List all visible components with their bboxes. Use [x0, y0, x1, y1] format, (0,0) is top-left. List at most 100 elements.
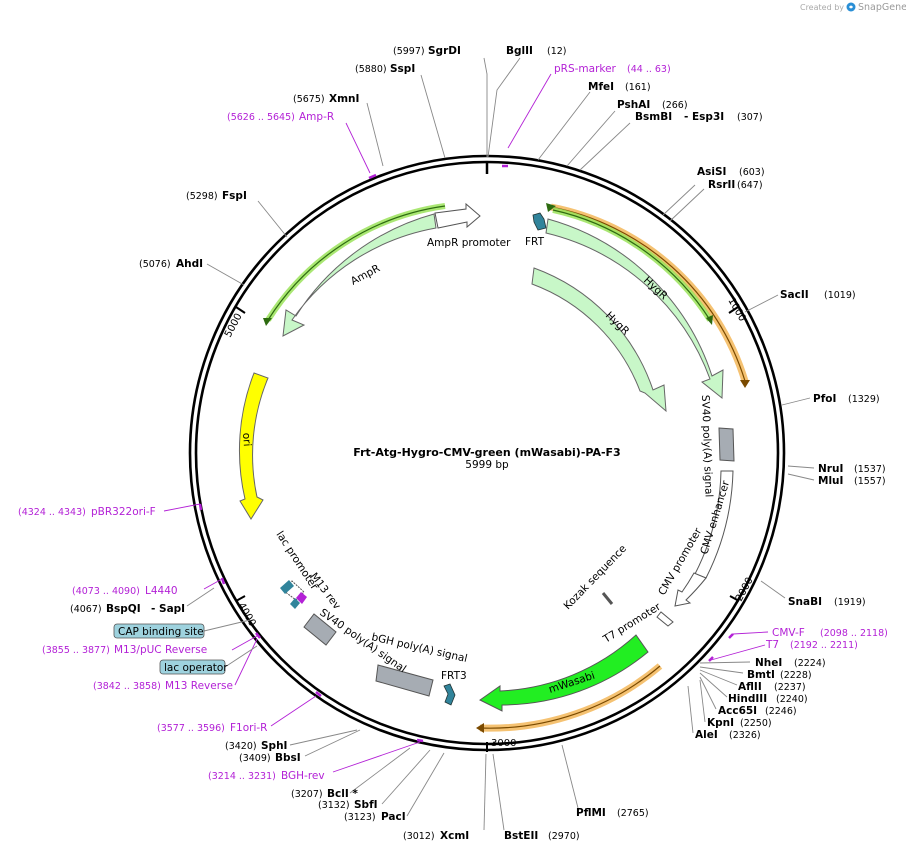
site-xmni: (5675) XmnI — [293, 93, 359, 105]
plasmid-size: 5999 bp — [465, 459, 509, 471]
svg-text:BstEII: BstEII — [504, 830, 538, 842]
plasmid-title-block: Frt-Atg-Hygro-CMV-green (mWasabi)-PA-F3 … — [353, 446, 620, 471]
svg-text:MfeI: MfeI — [588, 81, 614, 93]
svg-text:(1919): (1919) — [834, 597, 866, 608]
restriction-site-labels: (5997)SgrDI BglII(12) (5880)SspI MfeI (16… — [70, 45, 886, 842]
svg-text:(2237): (2237) — [774, 682, 806, 693]
feature-kozak: Kozak sequence — [562, 543, 630, 612]
site-sgrdi: (5997)SgrDI — [393, 45, 461, 57]
svg-text:(5076): (5076) — [139, 259, 171, 270]
credit-brand: SnapGene — [858, 2, 906, 13]
site-mfei: MfeI (161) — [588, 81, 651, 93]
site-bbsi: (3409)BbsI — [239, 752, 301, 764]
svg-text:(161): (161) — [625, 82, 651, 93]
primer-f1ori-r: (3577 .. 3596)F1ori-R — [157, 722, 267, 734]
box-cap-binding-site: CAP binding site — [113, 619, 251, 639]
site-bspqi: (4067)BspQI- SapI — [70, 603, 185, 615]
site-bglii: BglII(12) — [506, 45, 567, 57]
svg-text:AhdI: AhdI — [176, 258, 203, 270]
highlight-arc-right — [546, 203, 750, 388]
svg-text:(3123): (3123) — [344, 812, 376, 823]
svg-text:AmpR promoter: AmpR promoter — [427, 237, 511, 249]
svg-text:FRT: FRT — [525, 236, 545, 248]
svg-text:SV40 poly(A) signal: SV40 poly(A) signal — [699, 395, 715, 498]
svg-text:SbfI: SbfI — [354, 799, 378, 811]
primer-leader-lines — [163, 73, 769, 773]
site-pfoi: PfoI(1329) — [813, 393, 880, 405]
site-xcmi: (3012)XcmI — [403, 830, 469, 842]
svg-text:PflMI: PflMI — [576, 807, 606, 819]
svg-text:(4324 .. 4343): (4324 .. 4343) — [18, 507, 86, 518]
svg-text:pBR322ori-F: pBR322ori-F — [91, 506, 156, 518]
svg-text:BmtI: BmtI — [747, 669, 775, 681]
feature-hygr-inner: HygR — [531, 267, 667, 413]
svg-text:SspI: SspI — [390, 63, 415, 75]
svg-text:(2326): (2326) — [729, 730, 761, 741]
svg-text:(1019): (1019) — [824, 290, 856, 301]
feature-lac-promoter: lac promoter — [273, 529, 321, 601]
feature-frt: FRT — [525, 212, 547, 248]
svg-text:pRS-marker: pRS-marker — [554, 63, 617, 75]
svg-text:M13 Reverse: M13 Reverse — [165, 680, 233, 692]
primer-pbr322ori-f: (4324 .. 4343) pBR322ori-F — [18, 506, 156, 518]
svg-text:(1329): (1329) — [848, 394, 880, 405]
feature-mwasabi: mWasabi — [479, 634, 649, 712]
site-kpni: KpnI(2250) — [707, 717, 772, 729]
site-acc65i: Acc65I(2246) — [718, 705, 797, 717]
primer-m13-puc-reverse: (3855 .. 3877)M13/pUC Reverse — [42, 644, 207, 656]
site-asisi: AsiSI(603) — [697, 166, 765, 178]
svg-text:PshAI: PshAI — [617, 99, 650, 111]
svg-text:T7: T7 — [765, 639, 779, 651]
svg-text:HygR: HygR — [641, 274, 670, 302]
box-lac-operator: lac operator — [159, 645, 258, 675]
tick-3000: 3000 — [486, 738, 516, 752]
svg-text:(4073 .. 4090): (4073 .. 4090) — [72, 586, 140, 597]
site-sspi: (5880)SspI — [355, 63, 415, 75]
svg-text:NheI: NheI — [755, 657, 782, 669]
svg-text:(2250): (2250) — [740, 718, 772, 729]
site-bsteii: BstEII (2970) — [504, 830, 580, 842]
site-hindiii: HindIII(2240) — [728, 693, 808, 705]
svg-text:CAP binding site: CAP binding site — [118, 626, 204, 638]
svg-text:(3420): (3420) — [225, 741, 257, 752]
svg-text:XcmI: XcmI — [440, 830, 469, 842]
svg-text:(2098 .. 2118): (2098 .. 2118) — [820, 628, 888, 639]
primer-marks — [198, 164, 734, 743]
svg-text:(2228): (2228) — [780, 670, 812, 681]
site-leader-lines — [186, 57, 815, 831]
svg-text:(5880): (5880) — [355, 64, 387, 75]
svg-text:(5675): (5675) — [293, 94, 325, 105]
svg-text:BclI *: BclI * — [327, 788, 358, 800]
highlight-arc-bottom — [476, 663, 663, 733]
tick-4000: 4000 — [235, 595, 258, 629]
svg-text:M13/pUC Reverse: M13/pUC Reverse — [114, 644, 207, 656]
svg-text:F1ori-R: F1ori-R — [230, 722, 267, 734]
svg-text:MluI: MluI — [818, 475, 843, 487]
svg-text:ori: ori — [240, 432, 253, 446]
svg-text:(44 .. 63): (44 .. 63) — [627, 64, 671, 75]
svg-text:FspI: FspI — [222, 190, 247, 202]
svg-text:Amp-R: Amp-R — [299, 111, 334, 123]
svg-text:(2224): (2224) — [794, 658, 826, 669]
svg-text:AmpR: AmpR — [349, 262, 382, 287]
svg-text:AflII: AflII — [738, 681, 762, 693]
svg-text:- Esp3I: - Esp3I — [684, 111, 724, 123]
site-nhei: NheI (2224) — [755, 657, 826, 669]
svg-text:XmnI: XmnI — [329, 93, 359, 105]
svg-text:SgrDI: SgrDI — [428, 45, 461, 57]
svg-text:Kozak sequence: Kozak sequence — [562, 543, 630, 612]
primer-prs-marker: pRS-marker (44 .. 63) — [554, 63, 671, 75]
svg-text:BGH-rev: BGH-rev — [281, 770, 325, 782]
snapgene-credit: Created by SnapGene — [800, 2, 906, 13]
svg-text:PacI: PacI — [381, 811, 406, 823]
credit-prefix: Created by — [800, 3, 844, 12]
site-bcli: (3207)BclI * — [291, 788, 358, 800]
feature-ori: ori — [238, 372, 269, 520]
svg-text:(2970): (2970) — [548, 831, 580, 842]
svg-text:NruI: NruI — [818, 463, 843, 475]
primer-l4440: (4073 .. 4090)L4440 — [72, 585, 178, 597]
svg-text:SacII: SacII — [780, 289, 809, 301]
svg-text:(1537): (1537) — [854, 464, 886, 475]
svg-text:- SapI: - SapI — [151, 603, 185, 615]
